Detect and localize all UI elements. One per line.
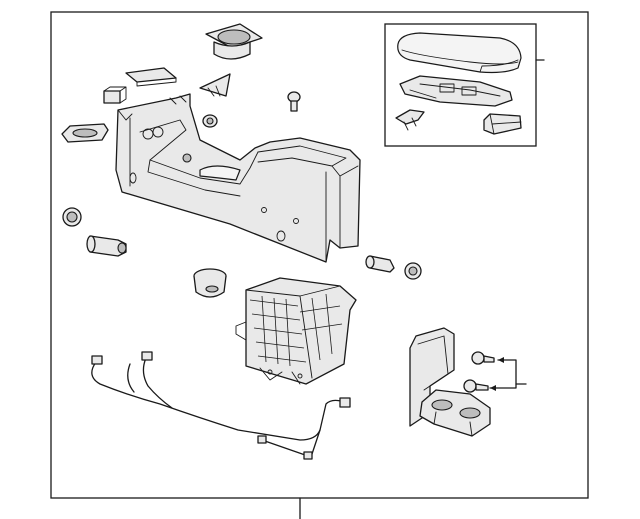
inset-frame (384, 23, 537, 147)
switch-bezel (61, 123, 109, 143)
console-grommet (202, 114, 218, 128)
cup-holder-insert (205, 23, 263, 60)
armrest-lid (397, 32, 522, 74)
small-plug (103, 86, 127, 104)
armrest-inset (384, 23, 545, 147)
push-fastener-lower (463, 379, 489, 393)
knob-cap (62, 207, 82, 227)
storage-mat (125, 67, 177, 87)
push-fastener-upper (471, 351, 495, 365)
outlet-cap (404, 262, 422, 280)
rear-cup-holder (193, 268, 227, 298)
rear-console-panel (409, 327, 491, 437)
diagram-frame (50, 11, 589, 499)
storage-bin (235, 277, 357, 385)
armrest-hinge-clip (395, 109, 425, 131)
push-pin-fastener (287, 91, 301, 112)
armrest-latch-block (483, 113, 522, 135)
wiring-harness (91, 351, 351, 460)
trim-wedge (199, 73, 231, 97)
console-housing (115, 93, 361, 263)
power-outlet-socket (86, 235, 127, 257)
power-outlet-socket-right (365, 255, 395, 273)
fastener-leader-lines (489, 357, 527, 391)
armrest-latch-bracket (399, 75, 513, 107)
